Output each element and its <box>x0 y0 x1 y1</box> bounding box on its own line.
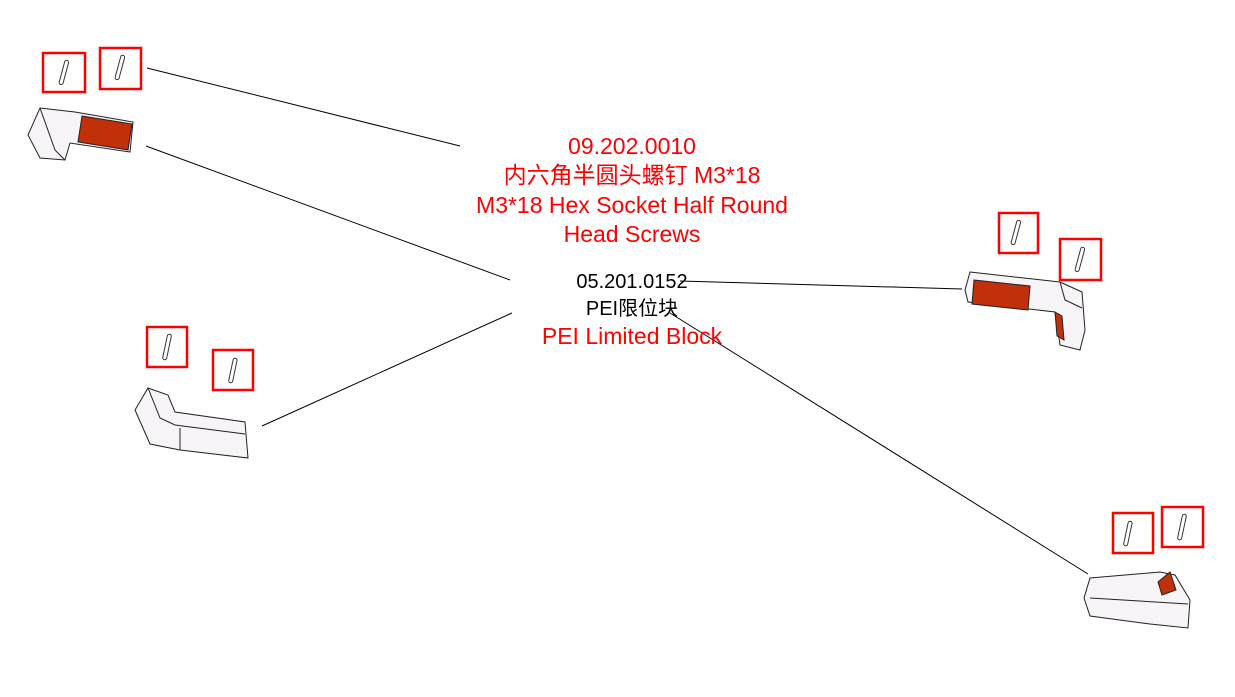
screw-box <box>1058 237 1103 282</box>
block-name-cn: PEI限位块 <box>585 298 679 320</box>
screw-box <box>1160 505 1205 549</box>
leader-lines <box>145 67 1089 575</box>
screw-part-number: 09.202.0010 <box>568 133 696 159</box>
screw-icon <box>228 357 238 384</box>
screw-box <box>211 348 255 392</box>
pei-block-bottom-right <box>1083 571 1191 629</box>
leader-line-block-left <box>261 312 513 427</box>
screw-box <box>98 46 143 91</box>
screw-icon <box>58 59 70 86</box>
screws <box>58 54 1187 547</box>
screw-name-en-line1: M3*18 Hex Socket Half Round <box>476 192 788 218</box>
pei-blocks <box>27 107 1191 629</box>
screw-icon <box>162 333 172 361</box>
screw-icon <box>1123 520 1133 547</box>
block-name-en: PEI Limited Block <box>541 323 723 349</box>
screw-box <box>145 325 189 369</box>
block-part-number: 05.201.0152 <box>576 271 688 293</box>
screw-icon <box>114 54 126 81</box>
leader-line-block-topleft <box>145 145 511 281</box>
screw-box <box>997 211 1040 255</box>
leader-line-block-right <box>679 280 963 290</box>
pei-block-right <box>964 271 1086 351</box>
screw-box <box>1111 511 1155 555</box>
screw-highlight-boxes <box>41 46 1205 555</box>
screw-box <box>41 51 87 94</box>
leader-line-block-bottomright <box>669 312 1089 575</box>
screw-name-cn: 内六角半圆头螺钉 M3*18 <box>503 162 761 188</box>
leader-line-screw <box>146 67 461 147</box>
screw-icon <box>1177 513 1187 541</box>
screw-name-en-line2: Head Screws <box>563 221 701 247</box>
screw-icon <box>1074 246 1086 273</box>
pei-block-left <box>134 387 249 459</box>
pei-block-top-left <box>27 107 134 161</box>
screw-icon <box>1010 219 1022 246</box>
